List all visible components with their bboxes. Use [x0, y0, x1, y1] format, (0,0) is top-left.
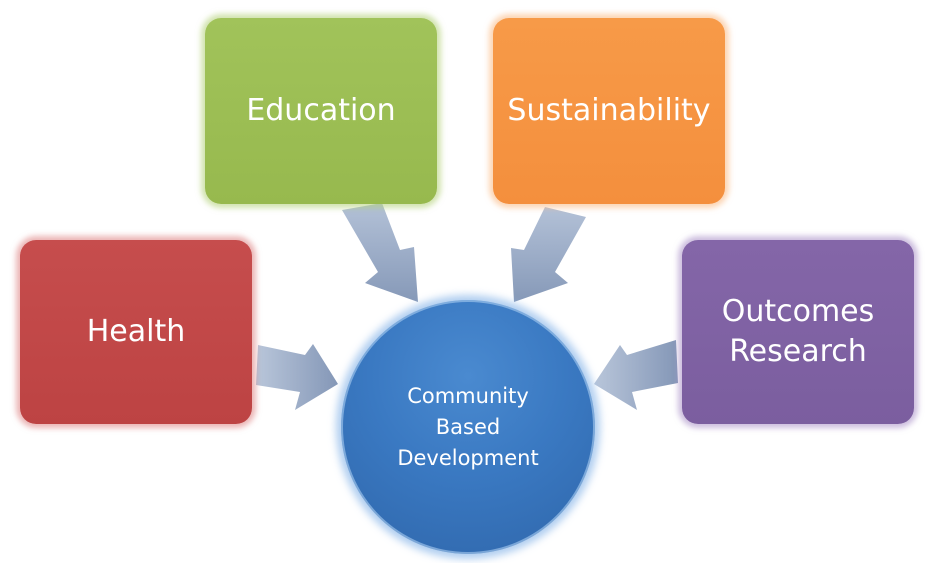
node-outcomes-research: Outcomes Research — [682, 240, 914, 424]
node-outcomes-line1: Outcomes — [721, 294, 875, 329]
node-sustainability-label: Sustainability — [507, 93, 711, 128]
center-line1: Community — [407, 383, 529, 408]
node-education: Education — [205, 18, 437, 204]
arrow-sustainability — [511, 207, 586, 302]
arrow-health — [256, 344, 338, 410]
arrow-education — [342, 203, 418, 302]
node-outcomes-line2: Research — [729, 334, 867, 369]
node-sustainability: Sustainability — [493, 18, 725, 204]
node-education-label: Education — [246, 93, 396, 128]
center-line2: Based — [435, 414, 501, 439]
node-health-label: Health — [86, 314, 186, 349]
center-line3: Development — [397, 445, 539, 470]
center-node-label: Community Based Development — [397, 381, 538, 474]
node-outcomes-label: Outcomes Research — [722, 292, 875, 372]
arrow-outcomes — [594, 340, 678, 410]
center-node-community-based-development: Community Based Development — [341, 300, 595, 554]
node-health: Health — [20, 240, 252, 424]
